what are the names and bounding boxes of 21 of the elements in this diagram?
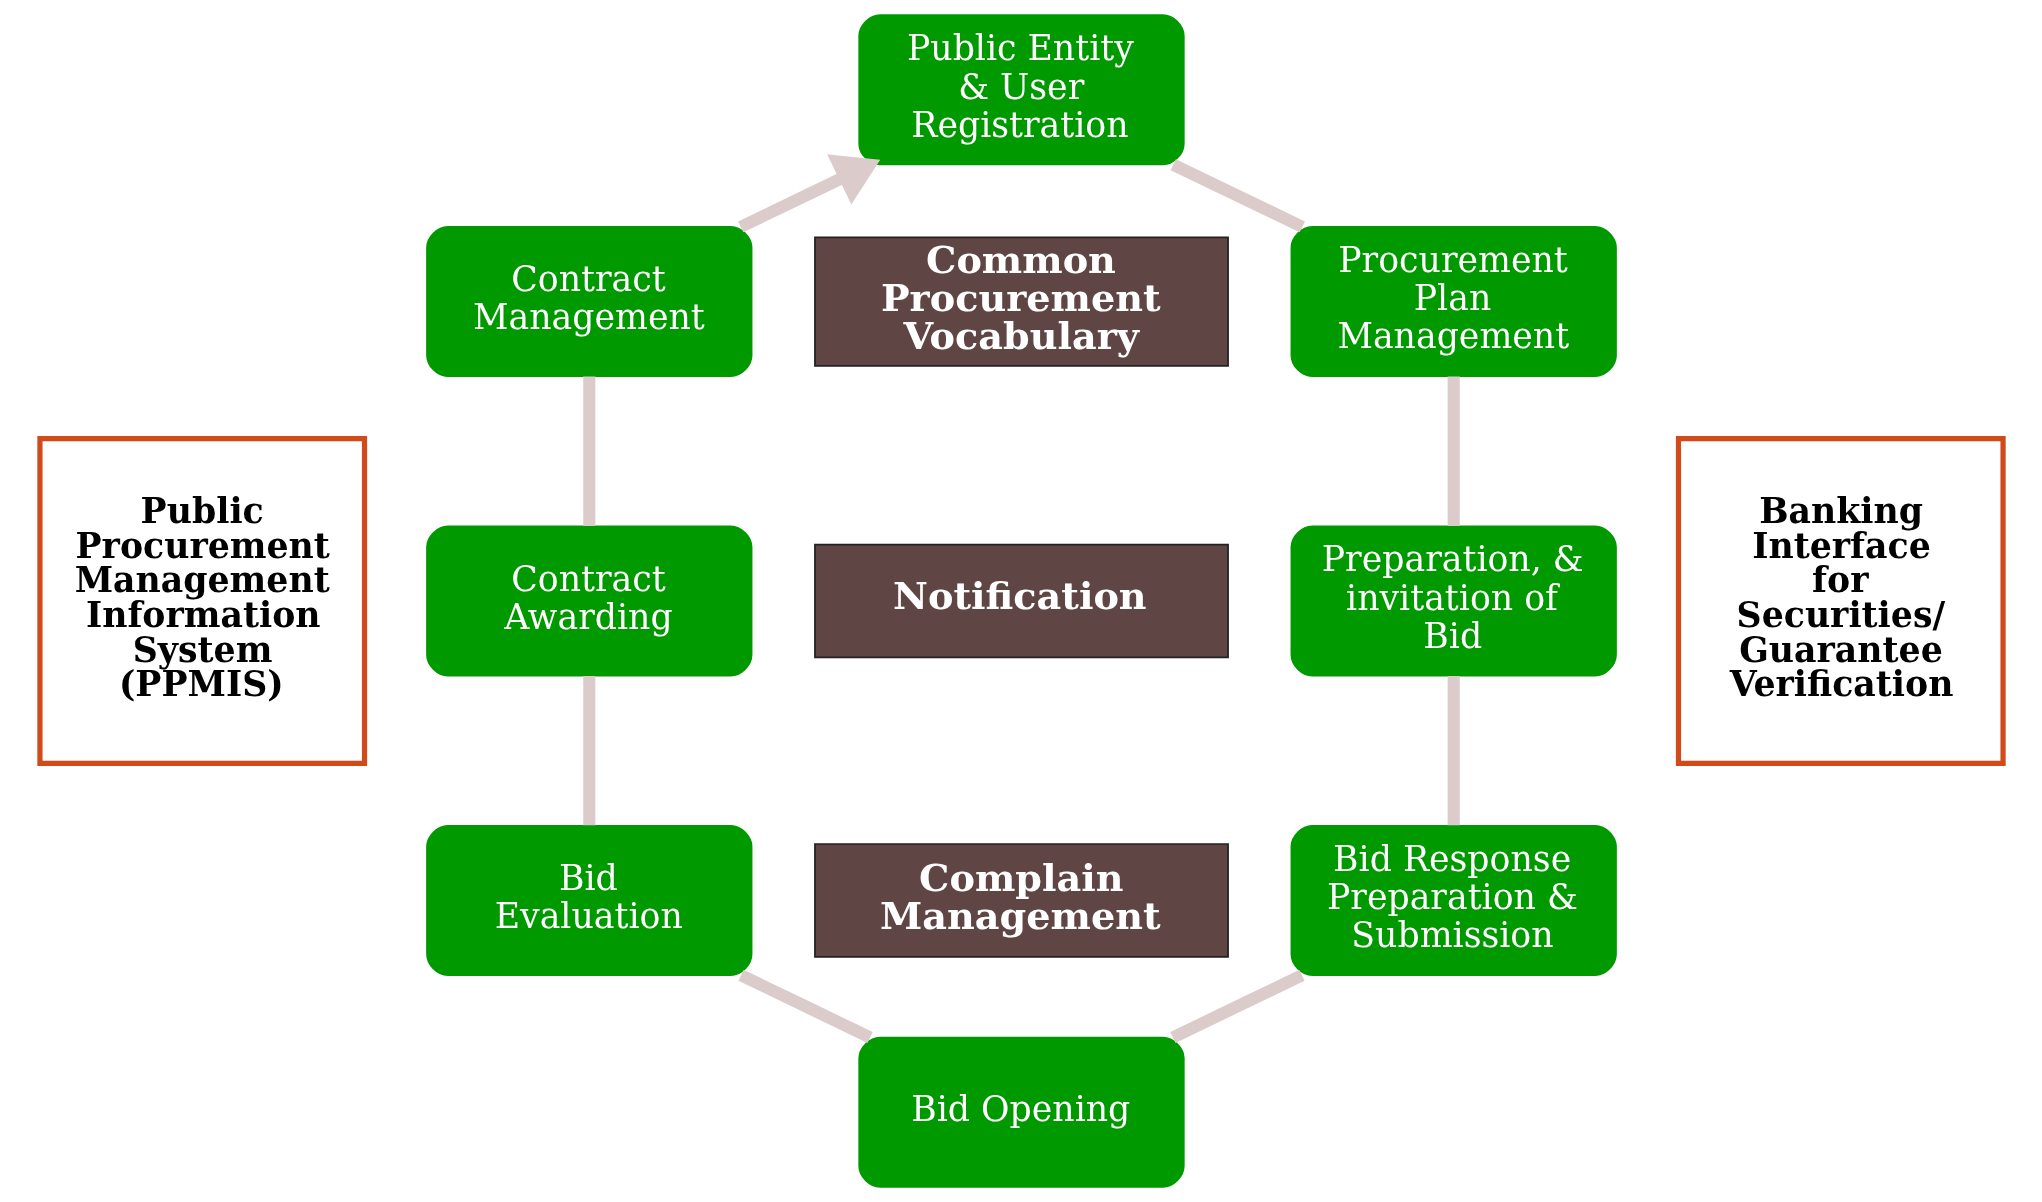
node-box: Bid Opening (857, 1036, 1185, 1188)
node-box: Contract Management (425, 226, 752, 378)
connector (1447, 376, 1460, 526)
node-box: Complain Management (813, 843, 1229, 958)
node-box: Contract Awarding (425, 525, 752, 677)
node-box: Banking Interface for Securities/ Guarantee Verification (1675, 436, 2006, 766)
connector (582, 675, 595, 826)
node-box: Common Procurement Vocabulary (813, 236, 1229, 367)
node-box: Notification (813, 543, 1229, 659)
node-box: Bid Evaluation (425, 824, 752, 976)
node-box: Public Entity & User Registration (857, 14, 1185, 166)
node-box: Preparation, & invitation of Bid (1290, 525, 1617, 677)
arrow (737, 154, 880, 233)
connector (1170, 159, 1305, 233)
node-box: Procurement Plan Management (1290, 226, 1617, 378)
connector (1447, 675, 1460, 826)
connector (737, 969, 873, 1043)
node-box: Public Procurement Management Information System (PPMIS) (36, 436, 367, 766)
connector (582, 376, 595, 526)
connector (1169, 969, 1305, 1043)
node-box: Bid Response Preparation & Submission (1290, 824, 1617, 976)
